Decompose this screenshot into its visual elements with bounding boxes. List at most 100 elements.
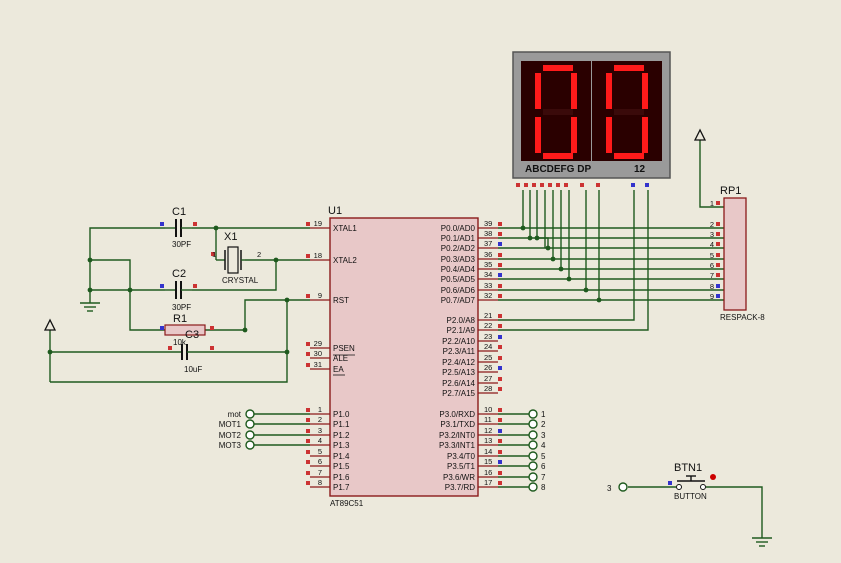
u1-right-pins: 39P0.0/AD038P0.1/AD137P0.2/AD236P0.3/AD3… xyxy=(439,219,502,492)
btn1-value: BUTTON xyxy=(674,492,707,501)
u1-pin-number: 1 xyxy=(318,405,322,414)
terminal-circle[interactable] xyxy=(245,430,255,440)
terminal-circle[interactable] xyxy=(528,461,538,471)
u1-pin-number: 14 xyxy=(484,447,492,456)
u1-left-pins: 19XTAL118XTAL29RST29PSEN30ALE31EA1P1.02P… xyxy=(306,219,357,492)
capacitor-c3[interactable]: C3 10uF xyxy=(160,329,214,374)
u1-pin-name: P1.6 xyxy=(333,473,350,482)
u1-pin-number: 22 xyxy=(484,321,492,330)
u1-pin-name: P1.7 xyxy=(333,483,350,492)
segment-g xyxy=(614,109,644,115)
c2-ref: C2 xyxy=(172,268,186,280)
r1-ref: R1 xyxy=(173,313,187,325)
u1-pin-number: 17 xyxy=(484,478,492,487)
seven-segment-display[interactable]: ABCDEFG DP 12 xyxy=(512,51,671,187)
wires xyxy=(49,140,763,538)
rp1-pin-number: 8 xyxy=(710,282,714,291)
terminal-circle[interactable] xyxy=(528,440,538,450)
x1-pin1: 1 xyxy=(212,250,216,259)
u1-pin-name: PSEN xyxy=(333,344,355,353)
u1-pin-number: 27 xyxy=(484,374,492,383)
u1-pin-name: P3.1/TXD xyxy=(440,420,475,429)
terminal-circle[interactable] xyxy=(528,472,538,482)
u1-pin-name: XTAL1 xyxy=(333,224,357,233)
segment-e xyxy=(535,117,541,153)
segment-b xyxy=(642,73,648,109)
terminal-circle[interactable] xyxy=(528,482,538,492)
u1-pin-number: 34 xyxy=(484,270,492,279)
u1-pin-number: 24 xyxy=(484,342,492,351)
u1-pin-name: P1.2 xyxy=(333,431,350,440)
u1-pin-name: RST xyxy=(333,296,349,305)
rp1-pin-number: 4 xyxy=(710,240,714,249)
p3-terminal-label: 7 xyxy=(541,473,546,482)
resistor-r1[interactable]: R1 10k xyxy=(160,313,214,347)
u1-pin-name: P0.5/AD5 xyxy=(441,275,476,284)
digit-2 xyxy=(606,65,648,159)
u1-pin-name: P1.0 xyxy=(333,410,350,419)
u1-pin-name: P3.7/RD xyxy=(445,483,475,492)
u1-pin-number: 33 xyxy=(484,281,492,290)
segment-g xyxy=(543,109,573,115)
u1-pin-name: XTAL2 xyxy=(333,256,357,265)
u1-pin-name: P1.3 xyxy=(333,441,350,450)
terminal-circle[interactable] xyxy=(528,430,538,440)
rp1-pin-number: 3 xyxy=(710,230,714,239)
c1-value: 30PF xyxy=(172,240,191,249)
p1-net-label: MOT1 xyxy=(219,420,242,429)
u1-ref: U1 xyxy=(328,205,342,217)
segment-b xyxy=(571,73,577,109)
rp1-pin-number: 2 xyxy=(710,220,714,229)
u1-pin-name: P1.1 xyxy=(333,420,350,429)
x1-pin2: 2 xyxy=(257,250,261,259)
u1-pin-name: P1.4 xyxy=(333,452,350,461)
segment-a xyxy=(614,65,644,71)
segment-d xyxy=(614,153,644,159)
r1-value: 10k xyxy=(173,338,187,347)
p3-terminal-label: 1 xyxy=(541,410,546,419)
rp1-pin-number: 1 xyxy=(710,199,714,208)
p1-net-label: mot xyxy=(228,410,242,419)
u1-pin-number: 4 xyxy=(318,436,322,445)
terminal-circle[interactable] xyxy=(245,409,255,419)
crystal-x1[interactable]: X1 1 2 CRYSTAL xyxy=(211,231,261,285)
u1-pin-name: EA xyxy=(333,365,344,374)
segment-e xyxy=(606,117,612,153)
power-arrow-rst xyxy=(43,318,57,331)
microcontroller-u1[interactable]: U1 AT89C51 19XTAL118XTAL29RST29PSEN30ALE… xyxy=(306,205,502,508)
rp1-ref: RP1 xyxy=(720,185,741,197)
terminal-circle[interactable] xyxy=(245,440,255,450)
u1-pin-name: P2.0/A8 xyxy=(447,316,476,325)
u1-pin-number: 9 xyxy=(318,291,322,300)
terminal-circle[interactable] xyxy=(528,451,538,461)
segment-c xyxy=(571,117,577,153)
terminal-circle[interactable] xyxy=(528,419,538,429)
terminal-circle[interactable] xyxy=(245,419,255,429)
rp1-pin-number: 5 xyxy=(710,251,714,260)
u1-pin-name: P0.0/AD0 xyxy=(441,224,476,233)
u1-pin-number: 39 xyxy=(484,219,492,228)
capacitor-c1[interactable]: C1 30PF xyxy=(160,206,197,249)
p1-net-label: MOT2 xyxy=(219,431,242,440)
u1-pin-name: ALE xyxy=(333,354,348,363)
u1-pin-number: 10 xyxy=(484,405,492,414)
u1-pin-number: 30 xyxy=(314,349,322,358)
u1-pin-number: 11 xyxy=(484,415,492,424)
c2-value: 30PF xyxy=(172,303,191,312)
rp1-pin-number: 9 xyxy=(710,292,714,301)
x1-value: CRYSTAL xyxy=(222,276,259,285)
terminal-circle[interactable] xyxy=(528,409,538,419)
display-segment-labels: ABCDEFG DP xyxy=(525,164,591,175)
p3-terminal-label: 2 xyxy=(541,420,546,429)
p3-terminal-label: 5 xyxy=(541,452,546,461)
rp1-pin-number: 6 xyxy=(710,261,714,270)
push-button-btn1[interactable]: 3 BTN1 BUTTON xyxy=(607,462,716,501)
u1-pin-number: 29 xyxy=(314,339,322,348)
capacitor-c2[interactable]: C2 30PF xyxy=(160,268,197,312)
u1-pin-number: 37 xyxy=(484,239,492,248)
u1-pin-number: 36 xyxy=(484,250,492,259)
btn1-terminal: 3 xyxy=(607,484,612,493)
p3-terminal-label: 8 xyxy=(541,483,546,492)
